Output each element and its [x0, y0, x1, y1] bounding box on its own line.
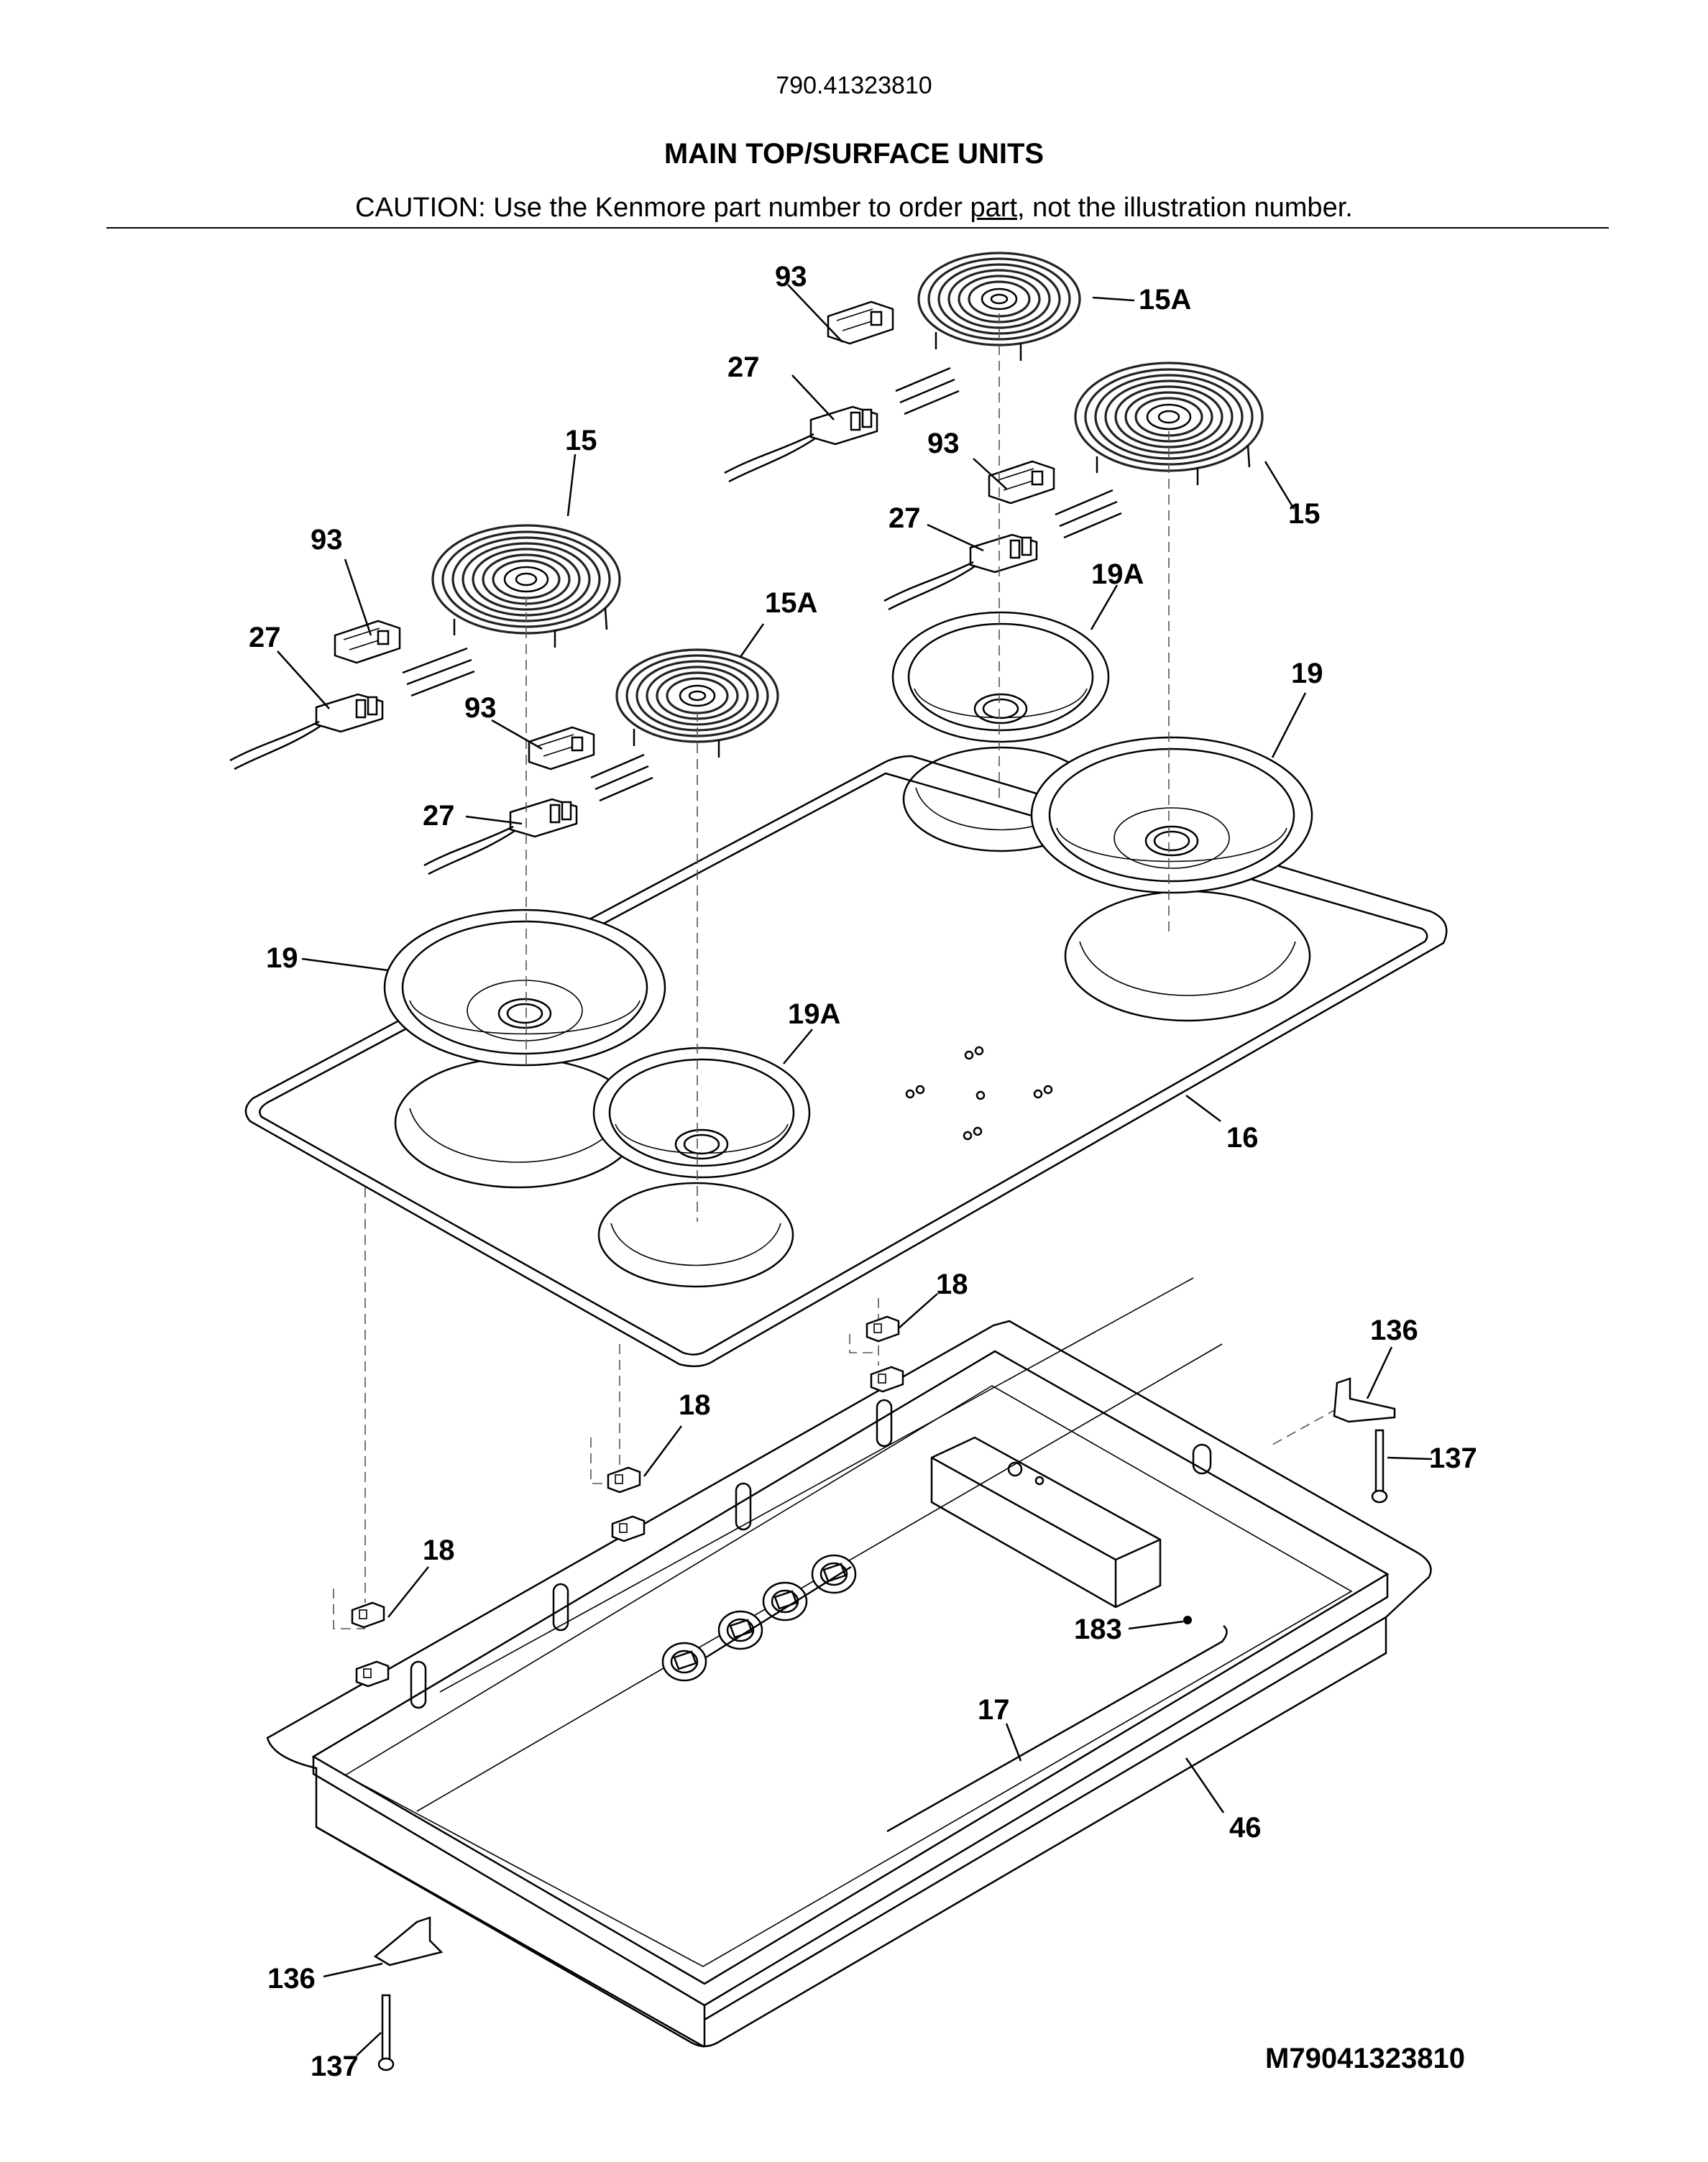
infinite-switch-socket: [762, 1581, 808, 1622]
drip-pan-left-large: [383, 908, 666, 1067]
mounting-screw-top: [1371, 1429, 1388, 1504]
control-openings: [905, 1046, 1053, 1141]
callout-93: 93: [311, 524, 343, 556]
callout-18: 18: [423, 1535, 455, 1566]
receptacle-wire-harness: [723, 405, 878, 483]
callout-137: 137: [311, 2051, 359, 2082]
receptacle-wire-harness: [883, 533, 1038, 611]
diagram-title: MAIN TOP/SURFACE UNITS: [664, 138, 1044, 170]
callout-19a: 19A: [788, 998, 840, 1030]
callout-93: 93: [927, 428, 960, 459]
receptacle-wire-harness: [229, 693, 384, 770]
mounting-bracket-bottom: [373, 1916, 444, 1966]
callout-136: 136: [267, 1963, 316, 1995]
callout-leaders: [277, 284, 1433, 2056]
callout-18: 18: [679, 1389, 711, 1421]
callout-27: 27: [889, 502, 921, 534]
coil-terminals: [402, 367, 1122, 802]
callout-27: 27: [727, 351, 760, 383]
callout-15a: 15A: [765, 587, 817, 619]
callout-136: 136: [1370, 1315, 1418, 1346]
cooktop-main-top: [244, 746, 1448, 1368]
surface-coil-right-small: [917, 252, 1081, 362]
callout-15: 15: [1288, 498, 1321, 530]
callout-93: 93: [464, 692, 497, 724]
callout-19a: 19A: [1091, 558, 1144, 590]
surface-coil-left-small: [615, 648, 779, 759]
callout-19: 19: [266, 942, 298, 974]
cooktop-hinge-clip: [351, 1601, 385, 1629]
drip-pan-right-small: [891, 611, 1110, 743]
callout-17: 17: [978, 1694, 1010, 1726]
drip-pan-left-small: [592, 1046, 811, 1179]
callout-19: 19: [1291, 658, 1323, 689]
mounting-bracket-top: [1333, 1377, 1396, 1423]
cooktop-hinge-clip: [607, 1466, 641, 1494]
cooktop-hinge-clip: [866, 1315, 900, 1343]
wire-harness-rod: [886, 1625, 1228, 1833]
caution-text-start: CAUTION: Use the Kenmore part number to …: [355, 193, 970, 223]
caution-part-link[interactable]: part: [970, 193, 1017, 223]
infinite-switch-socket: [717, 1610, 763, 1650]
callout-15a: 15A: [1139, 284, 1191, 316]
caution-text-end: , not the illustration number.: [1017, 193, 1353, 223]
callout-16: 16: [1226, 1122, 1259, 1154]
callout-18: 18: [936, 1269, 968, 1300]
figure-code: M79041323810: [1265, 2043, 1466, 2074]
callout-27: 27: [249, 622, 281, 653]
burner-box: [266, 1277, 1432, 2048]
caution-note: CAUTION: Use the Kenmore part number to …: [0, 193, 1708, 224]
callout-93: 93: [775, 261, 807, 293]
callout-137: 137: [1429, 1443, 1477, 1474]
callout-15: 15: [565, 425, 597, 456]
callout-183: 183: [1074, 1614, 1122, 1645]
header-divider: [106, 227, 1609, 229]
drip-pan-right-large: [1030, 736, 1313, 894]
mounting-screw-bottom: [377, 1994, 395, 2071]
callout-27: 27: [423, 800, 455, 832]
grommet-fastener: [1183, 1616, 1192, 1624]
model-number: 790.41323810: [776, 72, 932, 99]
callout-46: 46: [1229, 1812, 1262, 1844]
terminal-block-bracket: [528, 726, 595, 770]
infinite-switch-socket: [661, 1642, 707, 1682]
